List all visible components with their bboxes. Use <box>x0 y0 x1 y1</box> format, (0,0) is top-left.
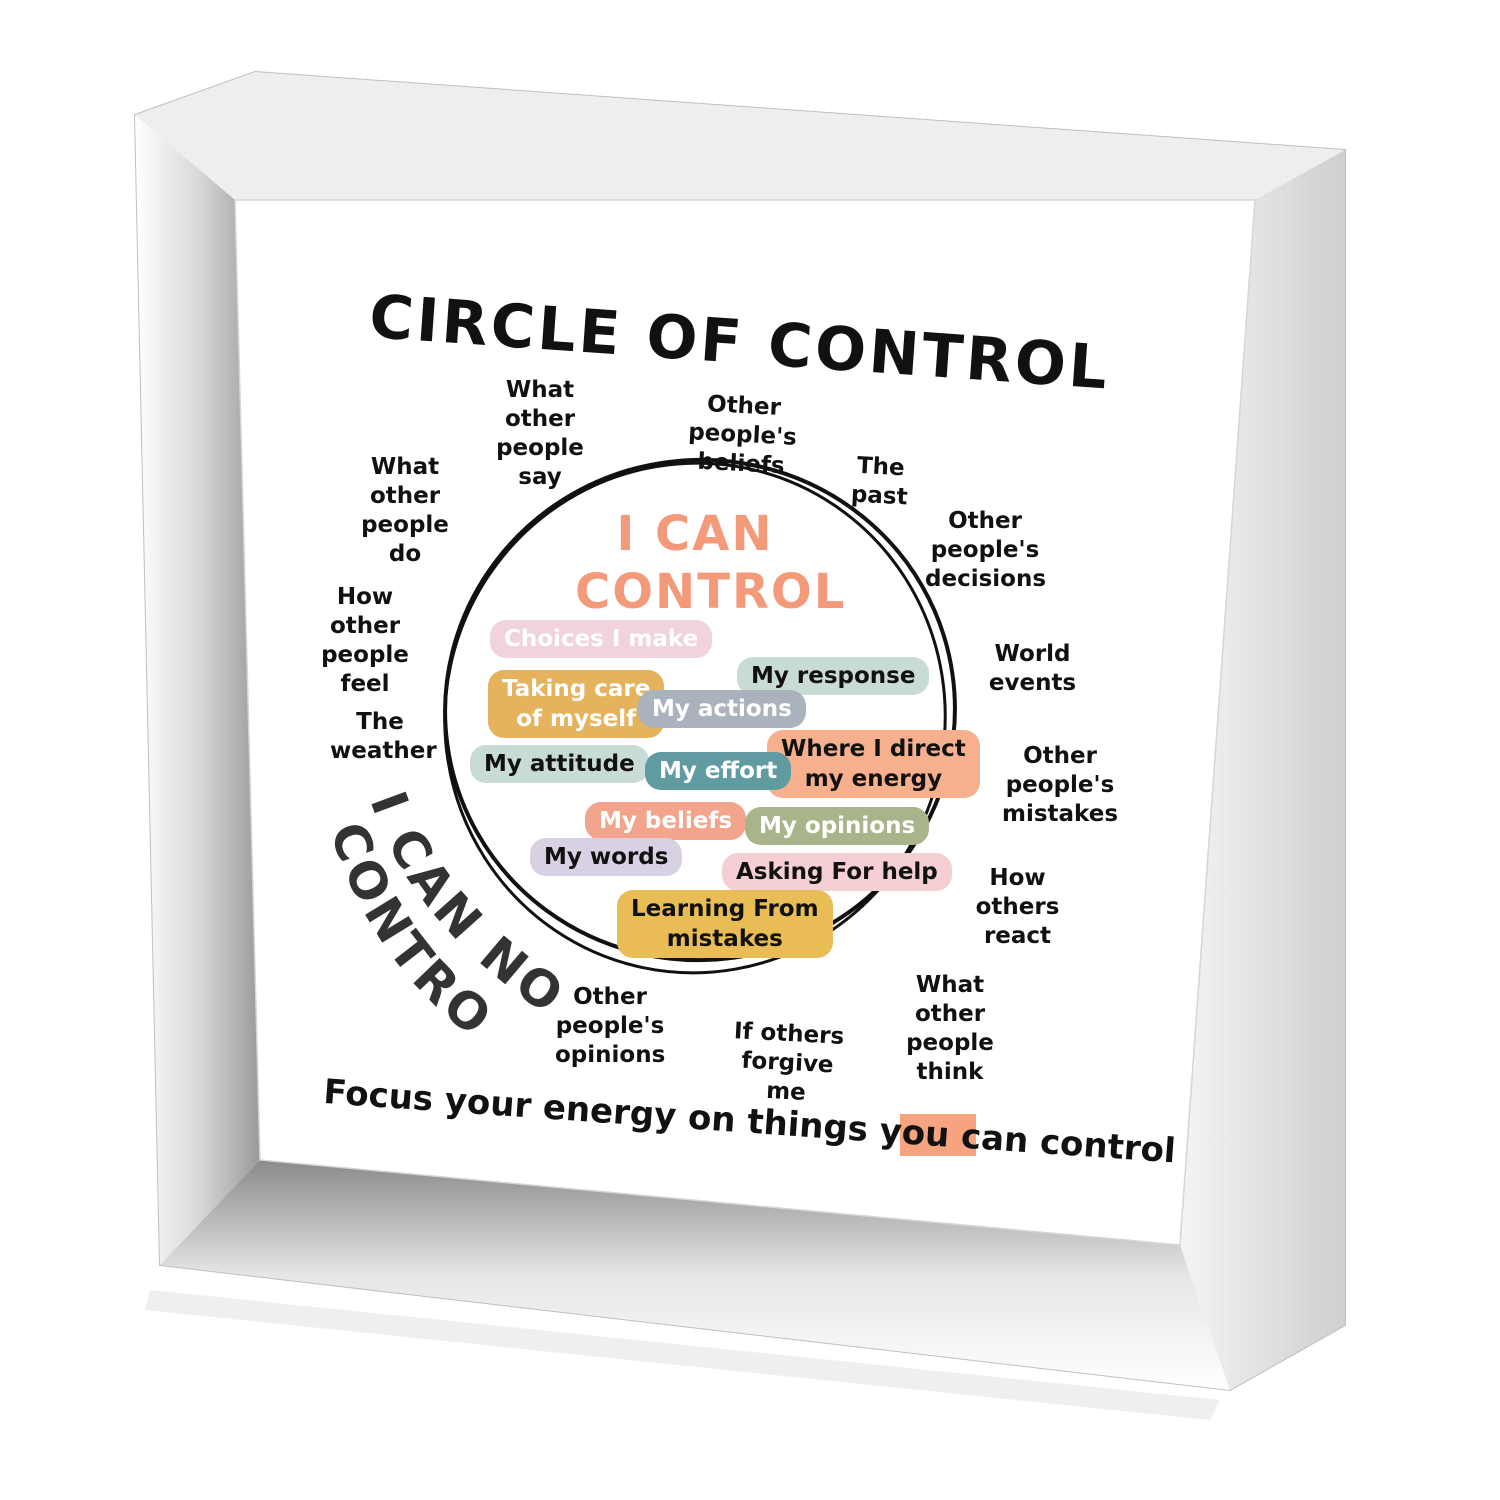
inside-item: Learning From mistakes <box>617 890 833 958</box>
inside-item: Asking For help <box>722 853 952 891</box>
outside-item: How other people feel <box>321 584 409 697</box>
inside-item: My words <box>530 838 683 876</box>
block-right-bevel <box>1180 150 1345 1390</box>
inner-title: I CAN CONTROL <box>575 506 847 620</box>
outside-item: If others forgive me <box>733 1018 845 1106</box>
inside-item: My opinions <box>745 807 930 845</box>
outside-item: Other people's mistakes <box>1001 743 1119 827</box>
outside-item: The weather <box>330 709 437 764</box>
footer-highlight <box>900 1114 976 1156</box>
inside-item: My effort <box>645 752 792 790</box>
inside-item: My attitude <box>470 745 649 783</box>
block-top-face <box>135 72 1345 200</box>
outside-item: World events <box>988 641 1077 696</box>
inside-item: My actions <box>638 690 806 728</box>
inside-item: Where I direct my energy <box>767 730 980 798</box>
outside-item: What other people say <box>496 377 584 490</box>
inside-item: My beliefs <box>585 802 747 840</box>
inside-item: Choices I make <box>490 620 713 658</box>
outside-item: Other people's opinions <box>555 984 666 1068</box>
block-left-bevel <box>135 115 260 1265</box>
inside-item: Taking care of myself <box>488 670 665 738</box>
inside-item: My response <box>737 657 930 695</box>
outside-item: What other people do <box>361 454 449 567</box>
outside-item: How others react <box>975 865 1060 949</box>
outside-item: What other people think <box>906 972 994 1085</box>
outside-item: Other people's beliefs <box>687 391 798 480</box>
outside-item: The past <box>850 452 909 511</box>
outside-item: Other people's decisions <box>925 508 1047 592</box>
floor-reflection <box>145 1290 1220 1420</box>
block-bottom-bevel <box>160 1160 1230 1390</box>
